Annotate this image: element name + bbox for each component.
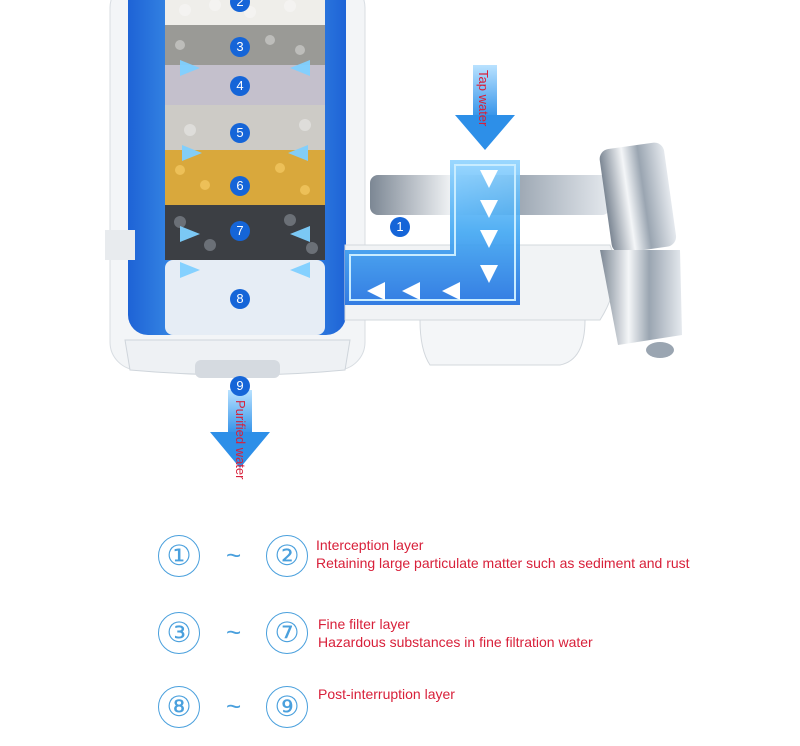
layer-marker-8	[230, 289, 250, 309]
layer-marker-2	[230, 0, 250, 12]
tap-water-label: Tap water	[476, 70, 491, 127]
layer-marker-9	[230, 376, 250, 396]
legend-description: Retaining large particulate matter such …	[316, 555, 690, 571]
svg-text:4: 4	[236, 78, 243, 93]
legend-separator: ~	[226, 691, 242, 721]
legend-description: Hazardous substances in fine filtration …	[318, 634, 593, 650]
legend-from-number: ⑧	[158, 686, 200, 728]
filter-outlet	[124, 339, 351, 378]
purified-water-arrow	[210, 390, 270, 468]
legend-from-number: ①	[158, 535, 200, 577]
layer-marker-7	[230, 221, 250, 241]
svg-text:9: 9	[236, 378, 243, 393]
svg-text:2: 2	[236, 0, 243, 9]
filter-diagram: Tap water Purified water 2 3 4 5 6 7 8 1…	[105, 0, 682, 480]
legend-title: Interception layer	[316, 537, 424, 553]
legend-row-post-interruption: ⑧ ~ ⑨ Post-interruption layer	[0, 686, 800, 746]
svg-text:5: 5	[236, 125, 243, 140]
legend-to-number: ②	[266, 535, 308, 577]
legend-to-number: ⑨	[266, 686, 308, 728]
legend-row-fine-filter: ③ ~ ⑦ Fine filter layer Hazardous substa…	[0, 612, 800, 672]
layer-marker-4	[230, 76, 250, 96]
svg-text:3: 3	[236, 39, 243, 54]
layer-markers: 2 3 4 5 6 7 8 1 9	[230, 0, 410, 396]
svg-text:6: 6	[236, 178, 243, 193]
legend-title: Post-interruption layer	[318, 686, 455, 702]
legend-title: Fine filter layer	[318, 616, 410, 632]
svg-text:8: 8	[236, 291, 243, 306]
svg-text:7: 7	[236, 223, 243, 238]
legend-from-number: ③	[158, 612, 200, 654]
tap-water-arrow	[455, 65, 515, 150]
layer-marker-1	[390, 217, 410, 237]
svg-text:1: 1	[396, 219, 403, 234]
layer-marker-6	[230, 176, 250, 196]
layer-marker-5	[230, 123, 250, 143]
legend-to-number: ⑦	[266, 612, 308, 654]
pipe-flow-arrows	[367, 170, 498, 300]
legend-separator: ~	[226, 617, 242, 647]
layer-marker-3	[230, 37, 250, 57]
water-flow-pipe	[345, 160, 520, 305]
layer-flow-arrows	[180, 60, 310, 278]
legend-row-interception: ① ~ ② Interception layer Retaining large…	[0, 535, 800, 595]
purified-water-label: Purified water	[233, 400, 248, 480]
legend-separator: ~	[226, 540, 242, 570]
